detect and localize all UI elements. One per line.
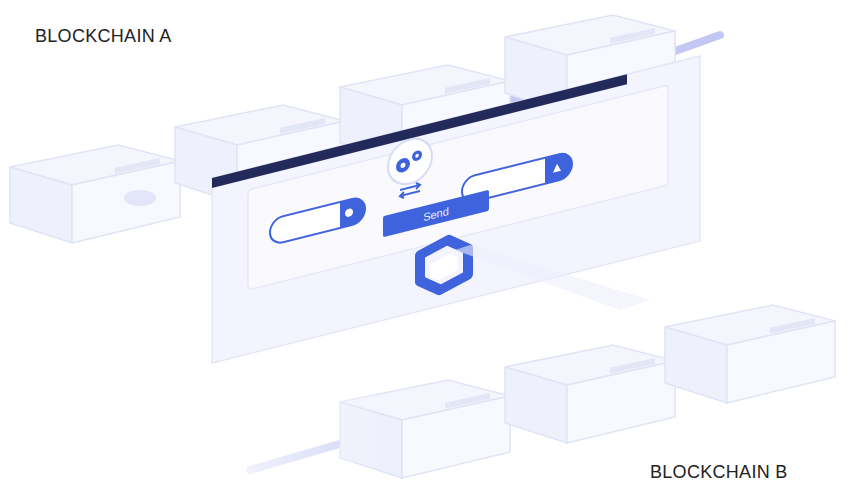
fade-overlay [200,380,380,497]
app-window [212,56,700,363]
blocks-b [340,305,835,478]
button-text: Send [423,204,449,222]
chain-label: BLOCKCHAIN A [35,26,172,47]
light-beam [455,245,650,310]
block-socket [124,190,156,206]
chain-label: BLOCKCHAIN B [650,462,788,483]
